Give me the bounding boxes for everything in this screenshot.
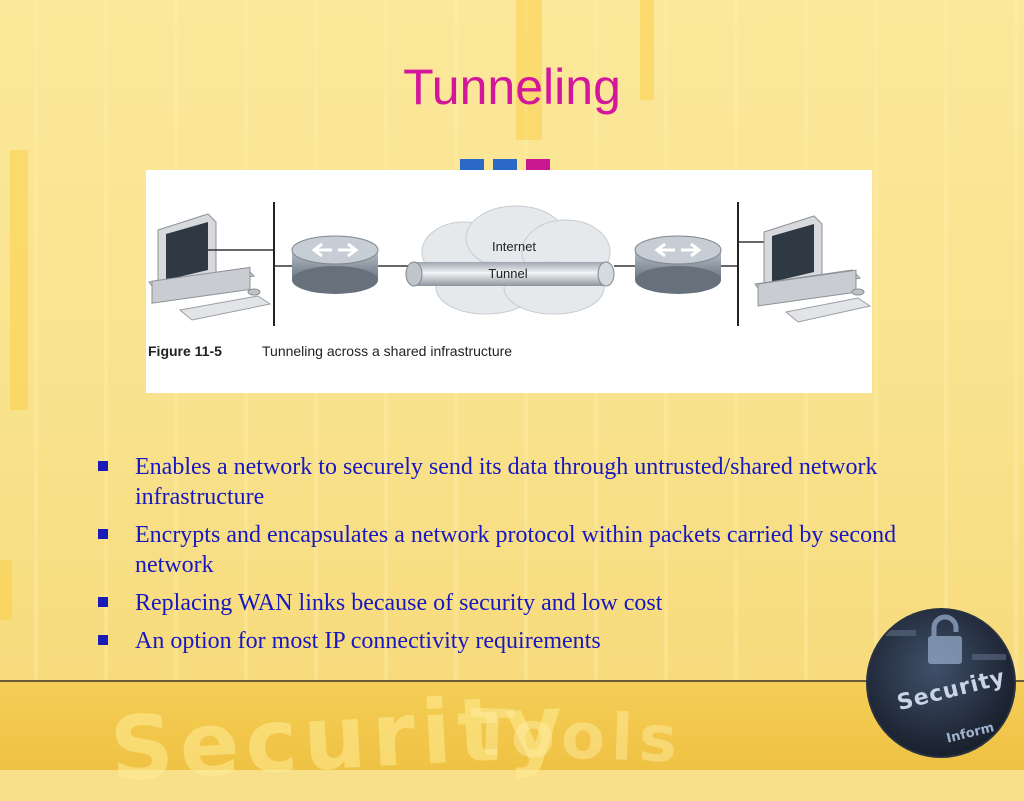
bullet-text: Encrypts and encapsulates a network prot…	[135, 522, 897, 578]
bullet-item: Encrypts and encapsulates a network prot…	[98, 520, 938, 580]
slide-title: Tunneling	[403, 59, 621, 115]
footer-watermark-2: Tools	[468, 696, 685, 778]
tunnel-tube-icon	[405, 261, 615, 287]
bullet-item: An option for most IP connectivity requi…	[98, 626, 938, 656]
bullet-text: An option for most IP connectivity requi…	[135, 628, 601, 654]
left-computer-icon	[148, 213, 272, 321]
bullet-text: Enables a network to securely send its d…	[135, 454, 878, 510]
footer-band	[0, 680, 1024, 770]
bullet-text: Replacing WAN links because of security …	[135, 590, 663, 616]
bullet-item: Enables a network to securely send its d…	[98, 452, 938, 512]
bullet-marker	[98, 461, 108, 471]
left-router-icon	[291, 235, 379, 294]
security-badge-image: Security Inform	[866, 608, 1016, 758]
bullet-item: Replacing WAN links because of security …	[98, 588, 938, 618]
bullet-marker	[98, 529, 108, 539]
tunnel-label: Tunnel	[488, 266, 527, 281]
bullet-list: Enables a network to securely send its d…	[98, 452, 938, 664]
right-computer-icon	[754, 215, 872, 323]
tunneling-figure: Internet Tunnel Figure 11-	[146, 170, 872, 393]
figure-caption-number: Figure 11-5	[148, 343, 222, 359]
right-router-icon	[634, 235, 722, 294]
cloud-label: Internet	[492, 239, 536, 254]
internet-cloud-icon	[421, 205, 611, 315]
bullet-marker	[98, 635, 108, 645]
bullet-marker	[98, 597, 108, 607]
figure-caption-text: Tunneling across a shared infrastructure	[262, 343, 512, 359]
